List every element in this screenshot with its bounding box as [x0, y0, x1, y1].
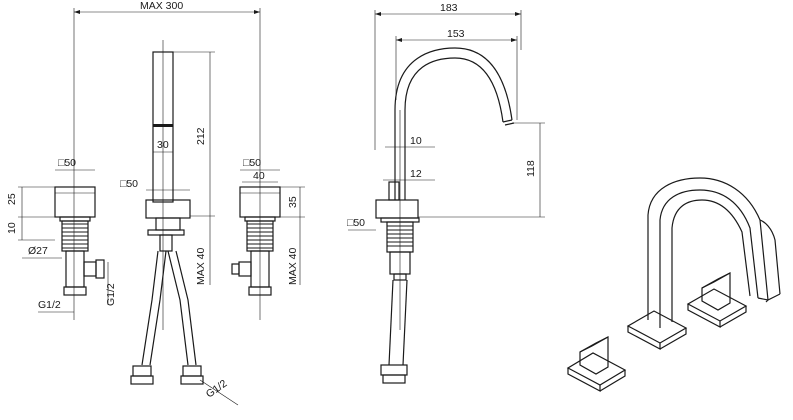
label-d27: Ø27	[28, 245, 48, 257]
label-183: 183	[440, 2, 458, 14]
label-10-spout: 10	[410, 135, 422, 147]
label-153: 153	[447, 28, 465, 40]
label-10-left: 10	[6, 222, 18, 234]
label-sq50-right: □50	[243, 157, 261, 169]
dimension-max300: MAX 300	[73, 0, 261, 165]
label-212: 212	[195, 127, 207, 145]
left-handle-front: 25 10 □50 Ø27 G1/2 G1/2	[6, 157, 117, 320]
label-30: 30	[157, 139, 169, 151]
label-35: 35	[287, 196, 299, 208]
label-max40-b: MAX 40	[287, 247, 299, 285]
label-sq50-side: □50	[347, 217, 365, 229]
hose-left-fitting	[130, 365, 154, 385]
spout-side-view: 183 153 10 12 118 □50	[347, 2, 545, 384]
label-max40-a: MAX 40	[195, 247, 207, 285]
center-spout-front: 30 □50 212 MAX 40 G1/2	[120, 40, 239, 406]
label-max300: MAX 300	[140, 0, 183, 12]
label-g12-vertical: G1/2	[105, 283, 117, 306]
right-handle-front: □50 40 35 MAX 40	[231, 157, 305, 320]
label-40: 40	[253, 170, 265, 182]
faucet-3d-perspective	[566, 177, 781, 392]
left-thread	[61, 220, 89, 252]
label-25: 25	[6, 193, 18, 205]
label-g12-left: G1/2	[38, 299, 61, 311]
label-sq50-center: □50	[120, 178, 138, 190]
label-12: 12	[410, 168, 422, 180]
label-118: 118	[525, 160, 537, 177]
hose-right-fitting	[180, 365, 204, 385]
label-sq50-left: □50	[58, 157, 76, 169]
